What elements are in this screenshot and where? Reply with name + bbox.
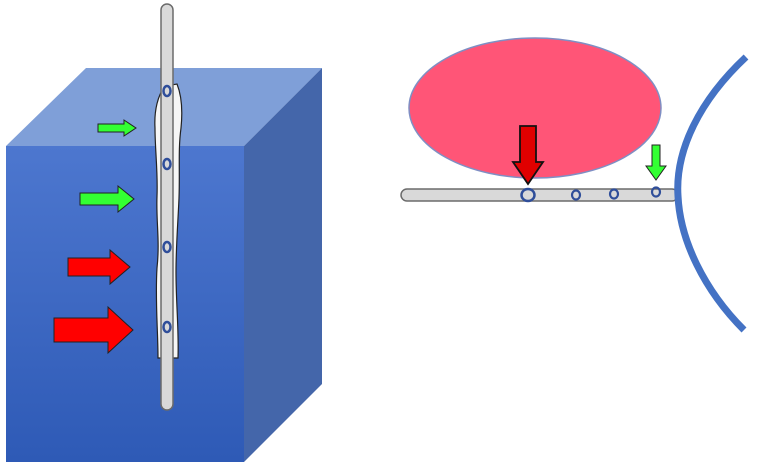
horizontal-probe-ports (520, 186, 662, 203)
left-flow-arrows (53, 119, 137, 355)
port-ring (570, 189, 582, 201)
horizontal-probe-rod (400, 188, 679, 202)
port-ring (162, 157, 172, 171)
vertical-probe-rod (160, 3, 174, 411)
port-ring (650, 186, 662, 198)
vertical-probe-ports (162, 84, 172, 334)
large-red-arrow (53, 305, 134, 355)
port-ring (162, 320, 172, 334)
pink-ellipse-body (408, 37, 662, 179)
red-arrow (67, 248, 131, 286)
port-ring (162, 84, 172, 98)
port-ring (608, 188, 620, 200)
large-red-down-arrow (511, 125, 545, 186)
green-arrow (79, 184, 135, 214)
small-green-arrow (97, 119, 137, 137)
port-ring (162, 240, 172, 254)
port-ring (520, 187, 536, 203)
cube-side-face (244, 68, 322, 462)
small-green-down-arrow (645, 144, 667, 181)
curved-vessel-wall (674, 54, 749, 333)
